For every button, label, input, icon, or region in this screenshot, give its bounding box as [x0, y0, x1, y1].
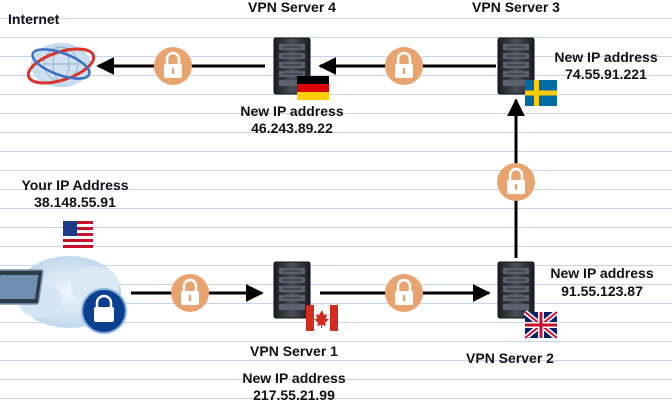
lock-icon [169, 272, 211, 314]
server2-icon [497, 261, 535, 319]
server1-icon [273, 261, 311, 319]
canada-flag-icon [306, 305, 338, 331]
usa-flag-icon [63, 221, 93, 251]
server1-ip: 217.55.21.99 [253, 387, 335, 403]
your-ip: 38.148.55.91 [34, 194, 116, 210]
uk-flag-icon [523, 310, 559, 340]
server3-ip: 74.55.91.221 [565, 66, 647, 82]
lock-icon [495, 161, 537, 203]
server3-ip-title: New IP address [554, 49, 658, 65]
internet-label: Internet [8, 11, 60, 27]
your-ip-title: Your IP Address [21, 177, 129, 193]
server4-ip-title: New IP address [240, 103, 344, 119]
internet-globe-icon [26, 43, 96, 87]
server4-ip: 46.243.89.22 [251, 120, 333, 136]
server2-label: VPN Server 2 [466, 350, 554, 366]
germany-flag-icon [297, 76, 329, 100]
lock-icon [383, 45, 425, 87]
server4-label: VPN Server 4 [248, 0, 336, 15]
sweden-flag-icon [525, 80, 557, 106]
user-computer-icon [0, 256, 127, 334]
server3-label: VPN Server 3 [472, 0, 560, 15]
server2-ip: 91.55.123.87 [561, 283, 643, 299]
lock-icon [152, 45, 194, 87]
server1-label: VPN Server 1 [250, 343, 338, 359]
lock-icon [383, 272, 425, 314]
server1-ip-title: New IP address [242, 370, 346, 386]
server2-ip-title: New IP address [550, 265, 654, 281]
